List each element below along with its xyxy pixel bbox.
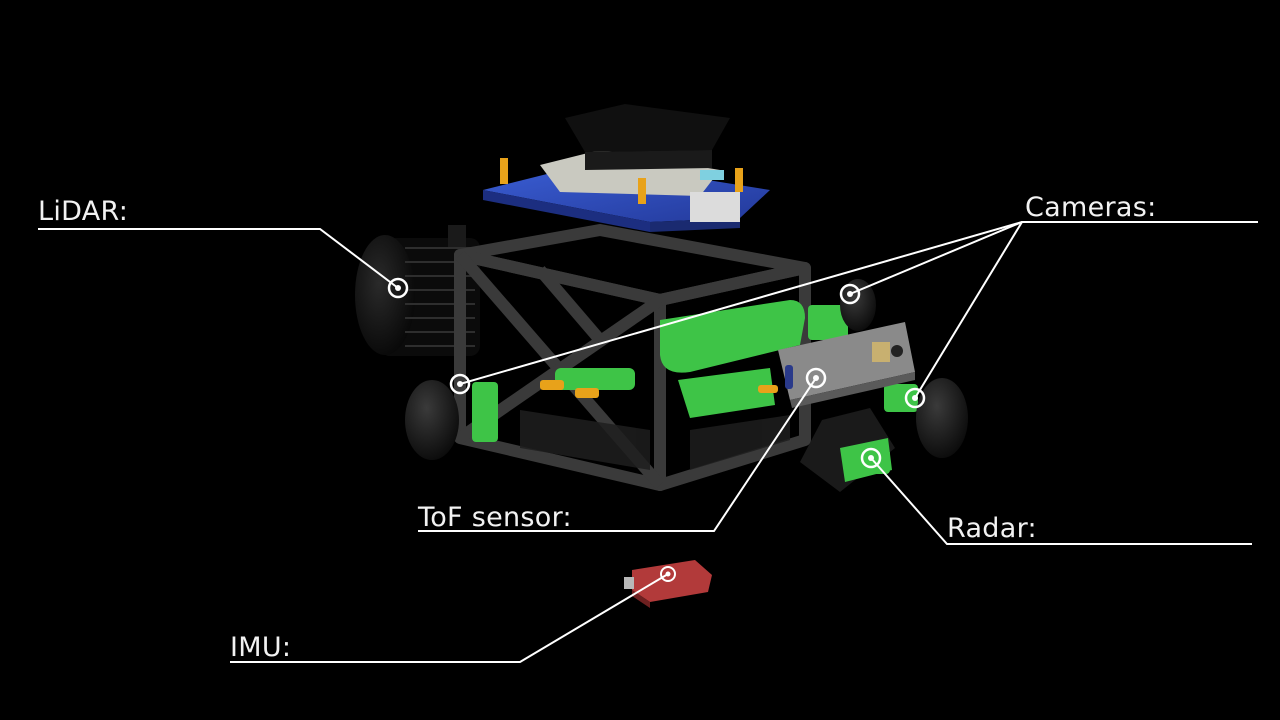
callout-dot-icon <box>860 447 882 469</box>
standoffs <box>540 380 778 398</box>
camera-lenses <box>405 279 968 460</box>
imu-module <box>624 560 712 608</box>
imu-label: IMU: <box>230 632 292 663</box>
callout-dot-icon <box>660 566 676 582</box>
callout-dot-icon <box>839 283 861 305</box>
chassis-inner <box>520 410 790 470</box>
callout-dots <box>387 277 926 582</box>
radar-label: Radar: <box>947 513 1037 544</box>
cameras-label: Cameras: <box>1025 192 1157 223</box>
callout-dot-icon <box>904 387 926 409</box>
callout-dot-icon <box>805 367 827 389</box>
compute-board <box>483 104 770 232</box>
callout-lines <box>38 221 1258 663</box>
tof-sensor <box>778 322 915 408</box>
callout-dot-icon <box>449 373 471 395</box>
lidar-label: LiDAR: <box>38 196 129 227</box>
radar-unit <box>800 408 895 492</box>
tof-sensor-label: ToF sensor: <box>418 502 572 533</box>
callout-dot-icon <box>387 277 409 299</box>
